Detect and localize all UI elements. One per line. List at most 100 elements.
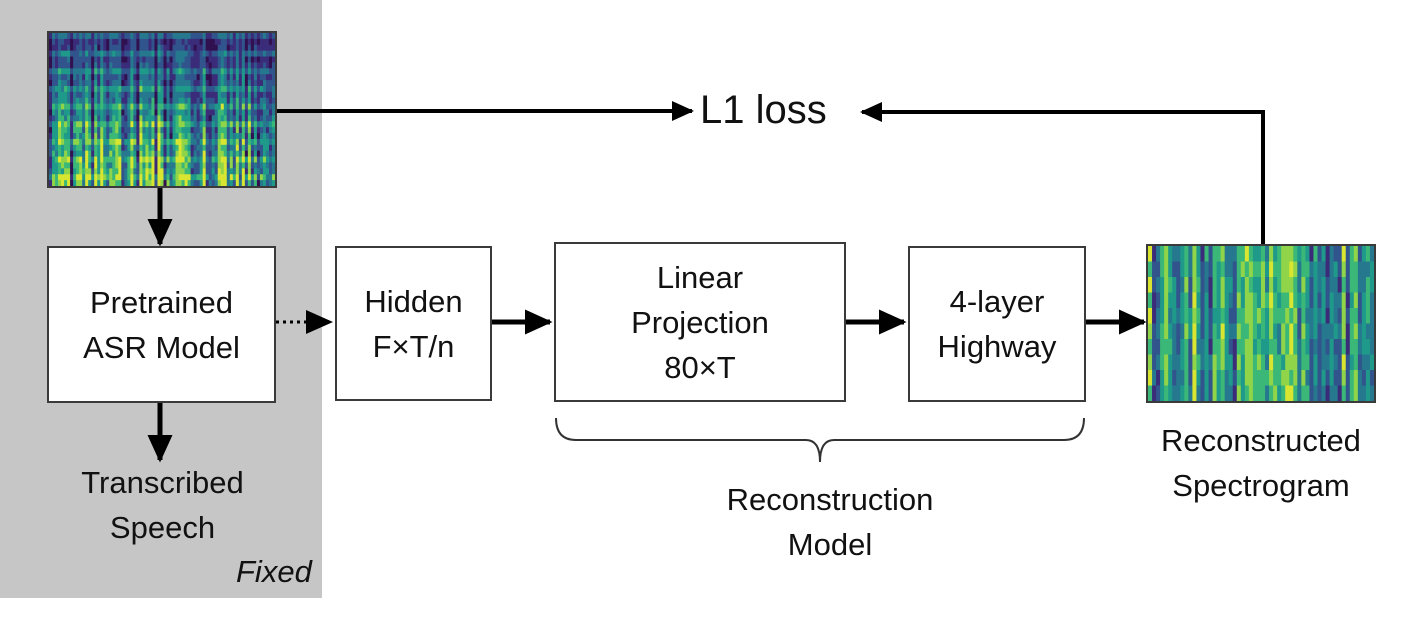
spectrogram-cell (205, 162, 210, 169)
spectrogram-cell (148, 109, 153, 116)
spectrogram-cell (1244, 246, 1250, 263)
spectrogram-cell (1321, 292, 1327, 309)
spectrogram-cell (157, 91, 162, 99)
spectrogram-cell (217, 174, 222, 181)
spectrogram-cell (61, 50, 65, 58)
spectrogram-cell (202, 150, 207, 158)
spectrogram-cell (199, 33, 204, 40)
spectrogram-cell (187, 80, 192, 87)
spectrogram-cell (1293, 261, 1298, 278)
spectrogram-cell (85, 127, 89, 134)
spectrogram-cell (106, 50, 110, 58)
spectrogram-cell (1240, 277, 1246, 294)
spectrogram-cell (1208, 308, 1214, 325)
spectrogram-cell (229, 109, 234, 116)
spectrogram-cell (1188, 370, 1193, 387)
spectrogram-cell (241, 138, 246, 146)
spectrogram-cell (49, 38, 53, 46)
spectrogram-cell (265, 180, 270, 186)
spectrogram-cell (121, 133, 125, 140)
spectrogram-cell (205, 56, 210, 64)
spectrogram-cell (103, 121, 107, 128)
spectrogram-cell (187, 38, 192, 46)
spectrogram-cell (1244, 370, 1250, 387)
spectrogram-cell (61, 97, 65, 105)
spectrogram-cell (241, 103, 246, 111)
spectrogram-cell (145, 50, 150, 58)
spectrogram-cell (106, 115, 110, 122)
spectrogram-cell (154, 68, 159, 75)
spectrogram-cell (250, 162, 255, 169)
spectrogram-cell (55, 162, 59, 169)
spectrogram-cell (163, 133, 168, 140)
spectrogram-cell (211, 80, 216, 87)
spectrogram-cell (241, 162, 246, 169)
spectrogram-cell (157, 38, 162, 46)
spectrogram-cell (1349, 308, 1355, 325)
spectrogram-cell (1180, 385, 1185, 401)
spectrogram-cell (67, 133, 71, 140)
spectrogram-cell (1365, 308, 1371, 325)
spectrogram-cell (160, 33, 165, 40)
spectrogram-cell (88, 115, 92, 122)
spectrogram-cell (1232, 370, 1238, 387)
spectrogram-cell (1172, 277, 1177, 294)
spectrogram-cell (196, 133, 201, 140)
spectrogram-cell (58, 74, 62, 81)
spectrogram-cell (223, 156, 228, 164)
spectrogram-cell (271, 162, 275, 169)
spectrogram-cell (112, 168, 116, 175)
spectrogram-cell (226, 156, 231, 164)
spectrogram-cell (67, 44, 71, 52)
spectrogram-cell (73, 91, 77, 99)
spectrogram-cell (130, 121, 134, 128)
spectrogram-cell (199, 85, 204, 93)
spectrogram-cell (139, 162, 144, 169)
spectrogram-cell (1252, 292, 1258, 309)
spectrogram-cell (1204, 292, 1210, 309)
spectrogram-cell (202, 121, 207, 128)
spectrogram-cell (1297, 339, 1302, 356)
spectrogram-cell (1208, 246, 1214, 263)
spectrogram-cell (88, 38, 92, 46)
spectrogram-cell (1293, 354, 1298, 371)
spectrogram-cell (1289, 339, 1294, 356)
spectrogram-cell (235, 44, 240, 52)
spectrogram-cell (1289, 261, 1294, 278)
spectrogram-cell (268, 115, 273, 122)
spectrogram-cell (208, 127, 213, 134)
spectrogram-cell (265, 109, 270, 116)
spectrogram-cell (184, 174, 189, 181)
spectrogram-cell (211, 150, 216, 158)
spectrogram-cell (1349, 246, 1355, 263)
spectrogram-cell (238, 121, 243, 128)
spectrogram-cell (181, 133, 186, 140)
spectrogram-cell (205, 174, 210, 181)
spectrogram-cell (67, 162, 71, 169)
spectrogram-cell (178, 62, 183, 69)
spectrogram-cell (187, 127, 192, 134)
spectrogram-cell (1168, 323, 1173, 340)
spectrogram-cell (106, 33, 110, 40)
spectrogram-cell (187, 50, 192, 58)
spectrogram-cell (253, 168, 258, 175)
spectrogram-cell (172, 133, 177, 140)
spectrogram-cell (229, 80, 234, 87)
spectrogram-cell (262, 115, 267, 122)
spectrogram-cell (82, 91, 86, 99)
spectrogram-cell (1369, 323, 1374, 340)
spectrogram-cell (1297, 385, 1302, 401)
spectrogram-cell (1277, 292, 1282, 309)
spectrogram-cell (148, 144, 153, 152)
spectrogram-cell (64, 38, 68, 46)
spectrogram-cell (184, 127, 189, 134)
spectrogram-cell (187, 85, 192, 93)
spectrogram-cell (238, 162, 243, 169)
spectrogram-cell (184, 85, 189, 93)
spectrogram-cell (184, 133, 189, 140)
spectrogram-cell (1224, 354, 1230, 371)
spectrogram-cell (226, 80, 231, 87)
spectrogram-cell (253, 56, 258, 64)
spectrogram-cell (172, 127, 177, 134)
